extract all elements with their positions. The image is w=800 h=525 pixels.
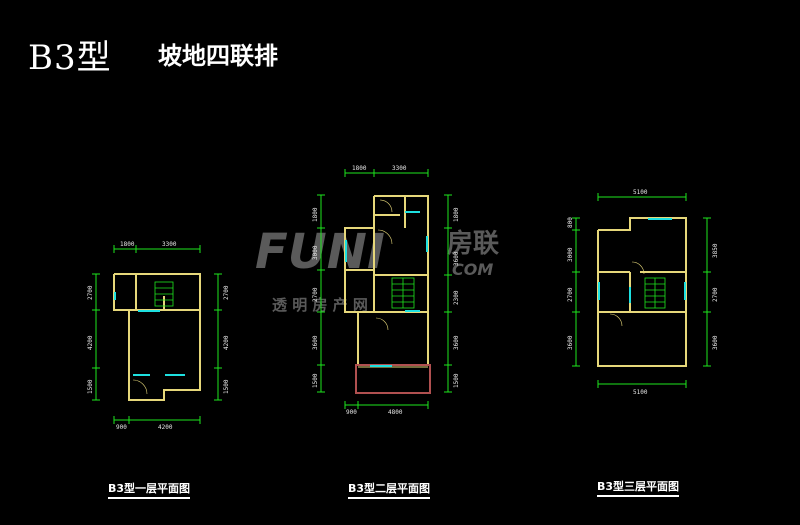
watermark-com: COM [452,260,493,279]
plan2-walls [344,195,429,366]
drawing-title: B3型 [28,38,112,78]
caption-second-floor: B3型二层平面图 [348,480,431,499]
plan2-dim-bottom-2: 4800 [388,409,403,416]
plan1-dim-left-3: 1500 [87,379,94,394]
plan2-dim-right-5: 1500 [453,373,460,388]
plan1-dim-top-1: 1800 [120,241,135,248]
plan1-dim-bottom-1: 900 [116,424,127,431]
caption-first-floor: B3型一层平面图 [108,480,191,499]
plan2-dim-left-5: 1500 [312,373,319,388]
plan2-dim-top-2: 3300 [392,165,407,172]
watermark: FUNI 房联 COM 透 明 房 产 网 [255,224,499,314]
plan3-stair [644,277,666,309]
plan2-dim-bottom-1: 900 [346,409,357,416]
plan1-door [132,379,148,395]
plan2-dim-left-1: 1800 [312,207,319,222]
plan1-dimension-lines [92,245,222,424]
plan1-dim-bottom-2: 4200 [158,424,173,431]
plan3-walls [597,217,687,367]
plan1-dim-top-2: 3300 [162,241,177,248]
plan2-dim-right-2: 3600 [453,251,460,266]
plan3-dim-right-3: 3600 [712,335,719,350]
caption-underline [348,497,431,499]
plan1-stair [154,281,174,307]
caption-first-floor-text: B3型一层平面图 [108,482,191,495]
plan3-dim-bottom-1: 5100 [633,389,648,396]
plan3-dim-left-3: 2700 [567,287,574,302]
plan2-dim-top-1: 1800 [352,165,367,172]
plan3-dim-right-1: 3850 [712,243,719,258]
caption-third-floor: B3型三层平面图 [597,478,680,497]
plan2-dim-right-4: 3600 [453,335,460,350]
plan3-doors [609,261,645,327]
plan3-dim-top-1: 5100 [633,189,648,196]
plan1-walls [113,273,201,401]
plan1-dim-left-2: 4200 [87,335,94,350]
caption-third-floor-text: B3型三层平面图 [597,480,680,493]
plan2-dim-right-3: 2300 [453,290,460,305]
plan2-doors [375,199,393,331]
plan3-windows [598,218,686,303]
plan3-dim-left-2: 3000 [567,247,574,262]
drawing-subtitle: 坡地四联排 [158,42,278,70]
plan2-windows [345,211,428,367]
plan2-stair [391,277,415,309]
plan3-dim-left-4: 3600 [567,335,574,350]
plan1-dim-right-2: 4200 [223,335,230,350]
plan-third-floor: 5100 5100 800 3000 2700 3600 3850 2700 3… [567,189,719,396]
caption-second-floor-text: B3型二层平面图 [348,482,431,495]
plan3-dimension-lines [572,193,711,388]
watermark-brand: FUNI [255,224,385,280]
plan2-dim-right-1: 1800 [453,207,460,222]
caption-underline [108,497,191,499]
caption-underline [597,495,680,497]
plan-second-floor: 1800 3300 900 4800 1800 3000 2700 3600 1… [312,165,460,416]
plan2-dim-left-2: 3000 [312,245,319,260]
plan3-dim-right-2: 2700 [712,287,719,302]
plan1-windows [114,292,185,376]
watermark-cn: 房联 [447,229,499,259]
plan3-dim-left-1: 800 [567,217,574,228]
plan2-dim-left-3: 2700 [312,287,319,302]
plan2-dim-left-4: 3600 [312,335,319,350]
plan1-dim-left-1: 2700 [87,285,94,300]
plan-first-floor: 1800 3300 900 4200 2700 4200 1500 2700 4… [87,241,230,431]
plan1-dim-right-1: 2700 [223,285,230,300]
watermark-bottom: 透 明 房 产 网 [272,296,368,314]
plan2-dimension-lines [317,169,452,409]
plan1-dim-right-3: 1500 [223,379,230,394]
plan2-balcony [355,364,431,394]
